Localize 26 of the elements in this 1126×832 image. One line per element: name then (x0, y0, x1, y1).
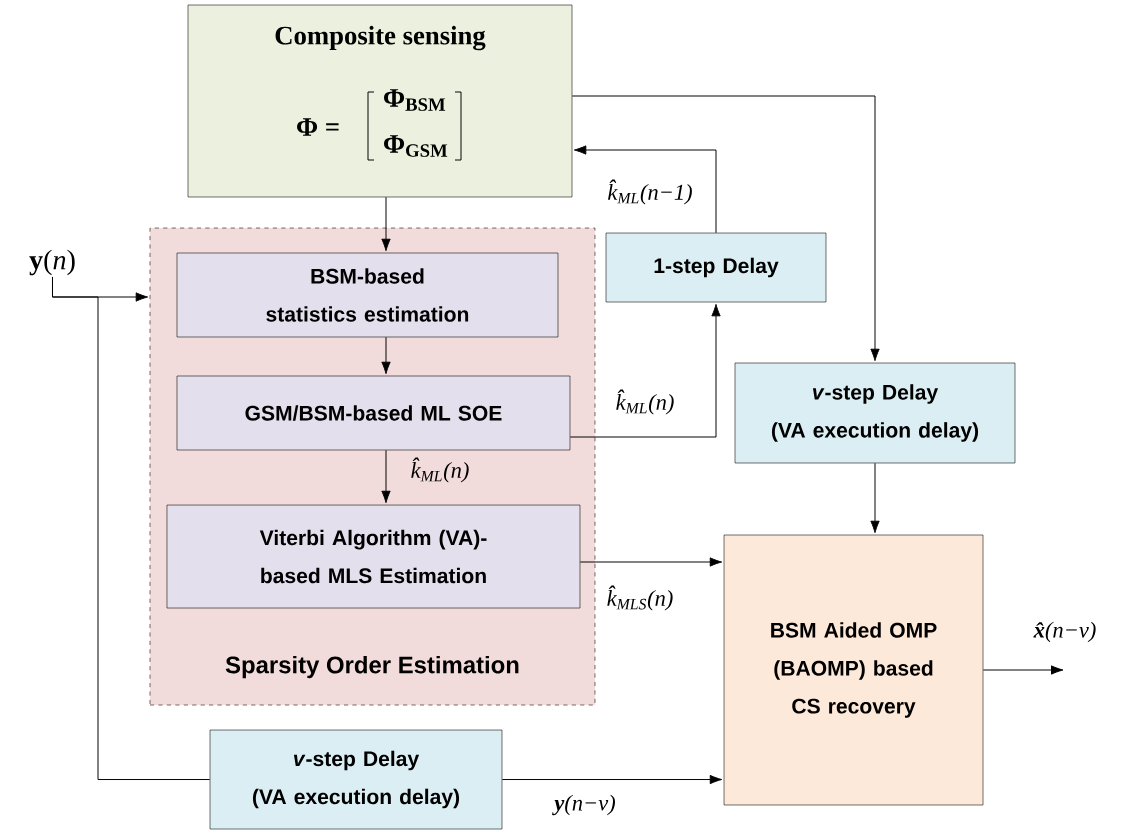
arrow (573, 145, 717, 234)
input-label: y(n) (29, 249, 75, 276)
edge-label: k̂$_{MLS}$(n) (605, 584, 675, 612)
arrow (381, 196, 391, 252)
sensing-box: Composite sensing Φ = Φ$_{BSM}$ Φ$_{GSM}$ (187, 4, 573, 198)
arrow (579, 557, 723, 567)
edge-label: k̂$_{ML}$(n) (614, 388, 676, 416)
arrow (501, 774, 723, 785)
process-box: BSM Aided OMP (BAOMP) based CS recovery (723, 534, 984, 806)
process-box: v-step Delay (VA execution delay) (209, 729, 503, 830)
process-box: GSM/BSM-based ML SOE (176, 375, 571, 451)
process-box: Viterbi Algorithm (VA)-based MLS Estimation (166, 504, 581, 609)
edge-label: k̂$_{ML}$(n) (409, 456, 471, 484)
arrow (569, 303, 721, 438)
arrow (381, 336, 391, 375)
process-box: 1-step Delay (605, 232, 827, 303)
edge-label: k̂$_{ML}$(n−1) (606, 178, 694, 206)
process-box: BSM-based statistics estimation (176, 252, 559, 338)
process-box: v-step Delay (VA execution delay) (734, 362, 1016, 464)
arrow (870, 462, 880, 534)
matrix-formula: Φ = Φ$_{BSM}$ Φ$_{GSM}$ (297, 89, 462, 161)
edge-label: y(n−v) (552, 793, 618, 817)
arrow (571, 95, 880, 362)
arrow (982, 665, 1064, 675)
edge-label: x̂(n−v) (1032, 620, 1098, 644)
arrow (381, 449, 391, 504)
